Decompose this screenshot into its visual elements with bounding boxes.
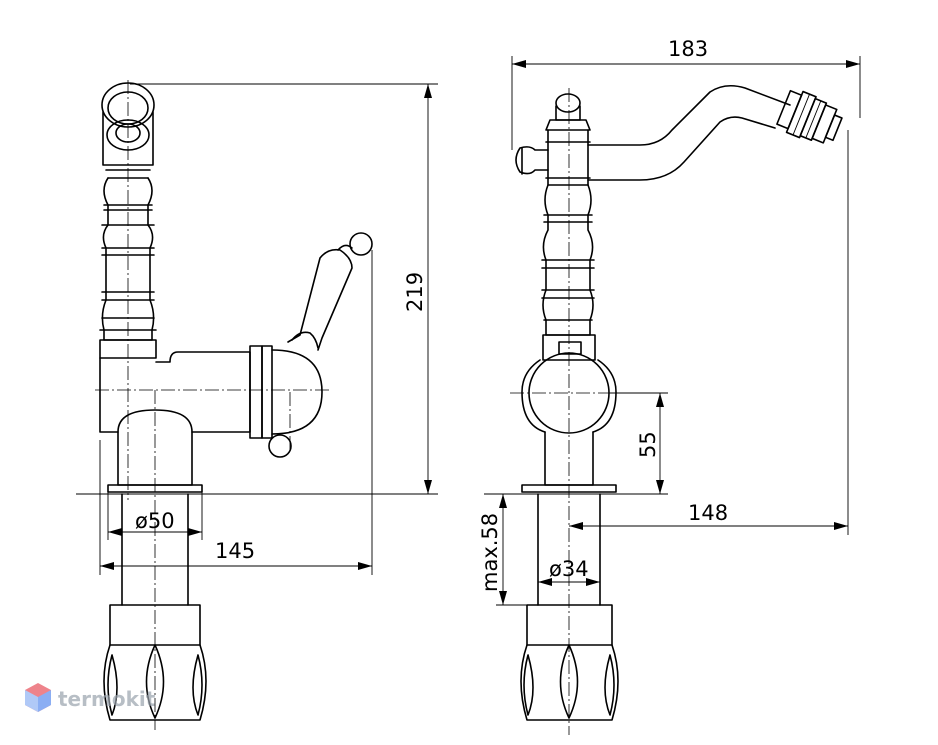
dim-max-depth: max.58 — [478, 513, 502, 592]
dim-dia-right: ø34 — [549, 557, 589, 581]
watermark-text: termokit — [58, 687, 156, 711]
dim-height-body: 55 — [636, 431, 660, 458]
watermark-logo: termokit — [25, 683, 156, 712]
dim-height-total: 219 — [403, 272, 427, 312]
dim-width-top: 183 — [668, 37, 708, 61]
dim-reach: 148 — [688, 501, 728, 525]
faucet-front-view — [484, 84, 843, 735]
hexagon-cube-icon — [25, 683, 51, 712]
dimension-lines — [99, 56, 861, 606]
dim-dia-left: ø50 — [135, 509, 175, 533]
dim-width-base: 145 — [215, 539, 255, 563]
faucet-side-view — [76, 80, 373, 730]
